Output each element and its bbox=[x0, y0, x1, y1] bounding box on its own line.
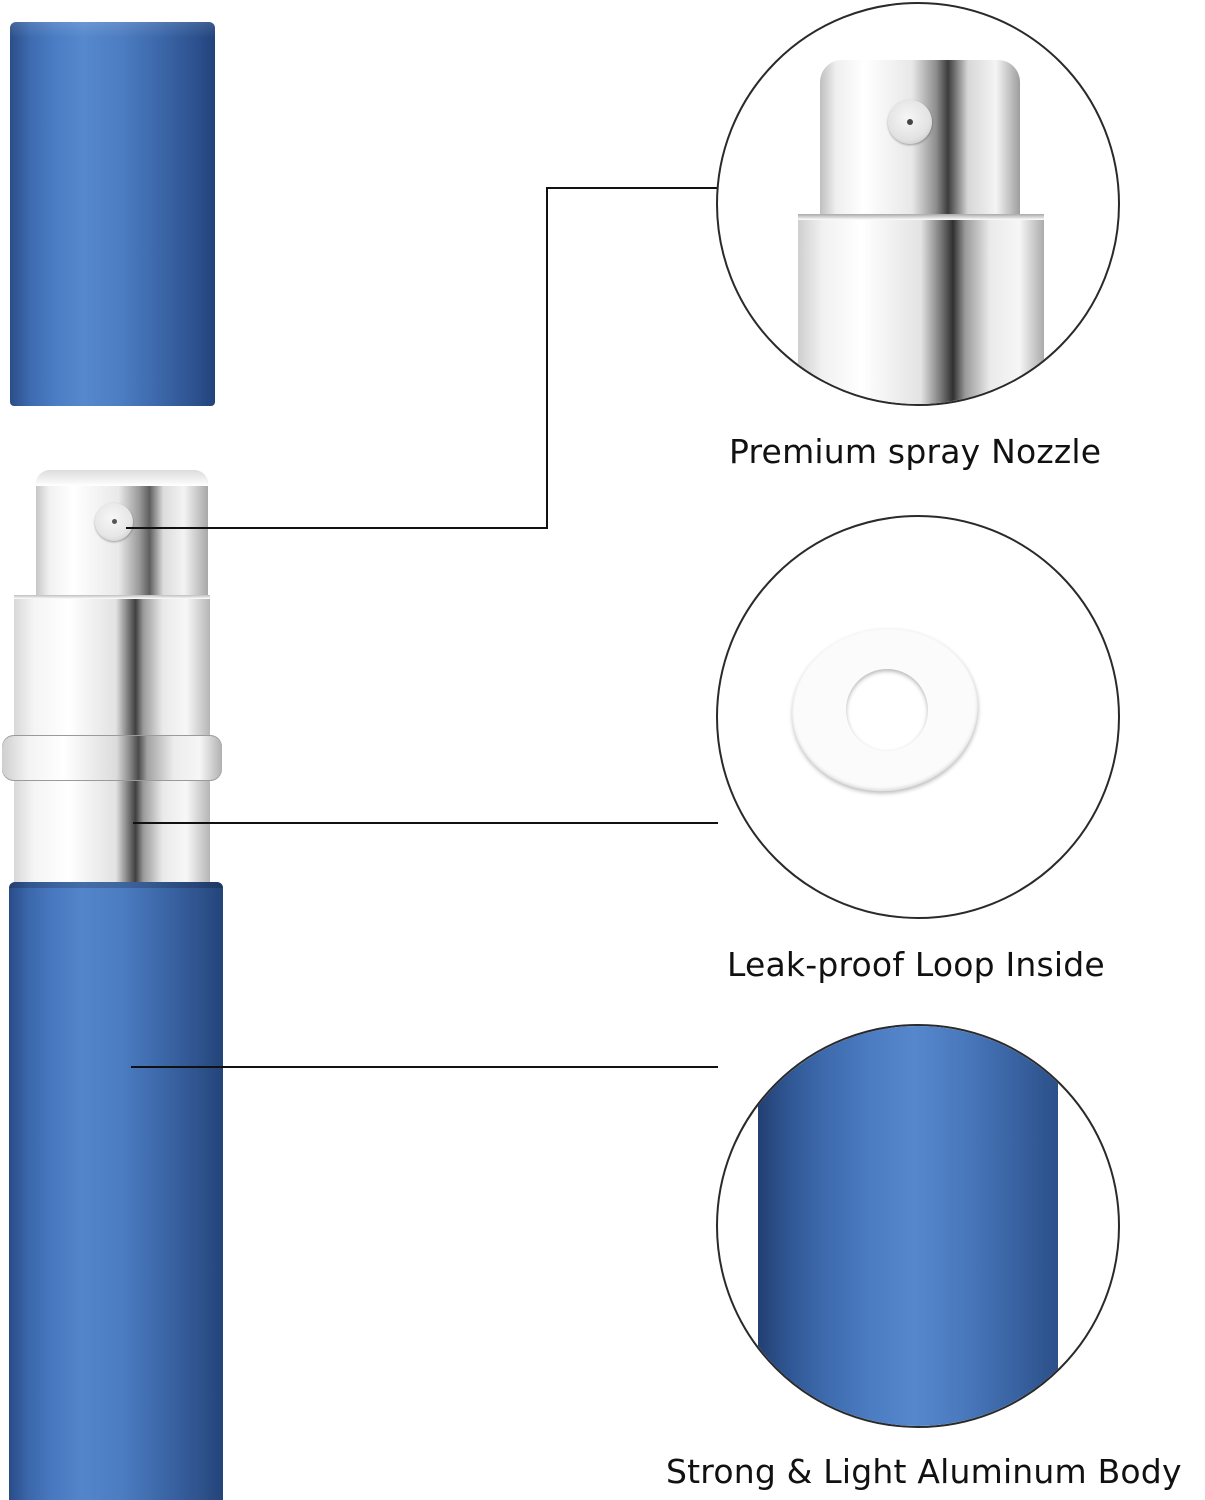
aluminum-body bbox=[9, 882, 223, 1500]
loop-detail-circle bbox=[716, 515, 1120, 919]
body-caption: Strong & Light Aluminum Body bbox=[666, 1452, 1182, 1491]
leak-proof-washer-hole bbox=[846, 669, 928, 751]
metal-collar-edge bbox=[14, 595, 210, 599]
nozzle-leader-line-horizontal bbox=[126, 527, 548, 529]
collar-ring bbox=[2, 735, 222, 781]
spray-nozzle-top bbox=[36, 470, 208, 486]
aluminum-body-edge bbox=[9, 882, 223, 888]
body-leader-line bbox=[131, 1066, 718, 1068]
nozzle-leader-line-vertical bbox=[546, 187, 548, 529]
aluminum-body-closeup bbox=[758, 1026, 1058, 1426]
nozzle-closeup-dot bbox=[907, 119, 913, 125]
body-detail-circle bbox=[716, 1024, 1120, 1428]
bottle-cap-top-highlight bbox=[10, 22, 215, 38]
nozzle-leader-line-top bbox=[546, 187, 718, 189]
collar-closeup-edge bbox=[798, 214, 1044, 220]
loop-leader-line bbox=[133, 822, 718, 824]
collar-closeup bbox=[798, 214, 1044, 404]
spray-nozzle-dot bbox=[112, 519, 117, 524]
nozzle-caption: Premium spray Nozzle bbox=[729, 432, 1102, 471]
loop-caption: Leak-proof Loop Inside bbox=[727, 945, 1105, 984]
nozzle-detail-circle bbox=[716, 2, 1120, 406]
bottle-cap bbox=[10, 22, 215, 406]
